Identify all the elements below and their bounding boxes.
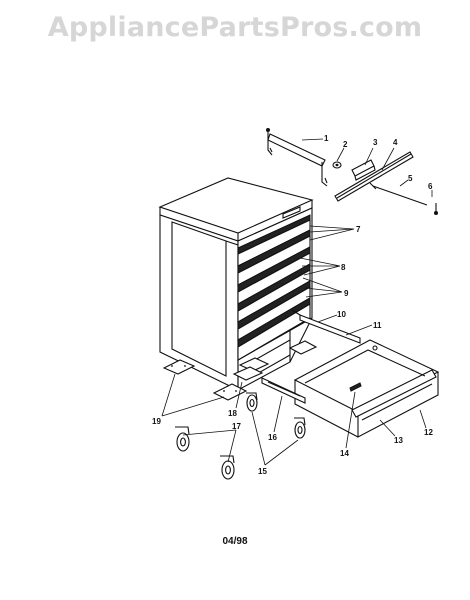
callout-15: 15 [258, 467, 267, 476]
drawer-slide-right [291, 309, 361, 344]
callout-11: 11 [373, 321, 382, 330]
caster-mounting-plates [162, 340, 318, 401]
callout-10: 10 [337, 310, 346, 319]
callout-9: 9 [344, 289, 349, 298]
callout-16: 16 [268, 433, 277, 442]
callout-5: 5 [408, 174, 413, 183]
callout-6: 6 [428, 182, 433, 191]
revision-date-code: 04/98 [222, 536, 248, 547]
latch-part [351, 159, 376, 181]
callout-13: 13 [394, 436, 403, 445]
callout-7: 7 [356, 225, 361, 234]
caster-wheels [175, 392, 306, 480]
callout-1: 1 [324, 134, 329, 143]
cabinet-body [158, 177, 314, 391]
callout-8: 8 [341, 263, 346, 272]
handle-part [266, 128, 328, 187]
callout-12: 12 [424, 428, 433, 437]
callout-17: 17 [232, 422, 241, 431]
callout-2: 2 [343, 140, 348, 149]
callout-14: 14 [340, 449, 349, 458]
open-drawer [293, 339, 440, 438]
callout-19: 19 [152, 417, 161, 426]
callout-4: 4 [393, 138, 398, 147]
small-screw-part [434, 203, 438, 215]
lock-rail-part [334, 151, 414, 202]
screw-part [332, 161, 342, 169]
callout-3: 3 [373, 138, 378, 147]
callout-labels: 1 2 3 4 5 6 7 8 9 10 11 12 13 14 15 16 1… [152, 134, 433, 476]
callout-18: 18 [228, 409, 237, 418]
drawer-slide-left [261, 377, 306, 404]
lock-rod-part [369, 182, 428, 206]
site-watermark: AppliancePartsPros.com [47, 12, 423, 43]
callout-leaders [161, 138, 433, 466]
